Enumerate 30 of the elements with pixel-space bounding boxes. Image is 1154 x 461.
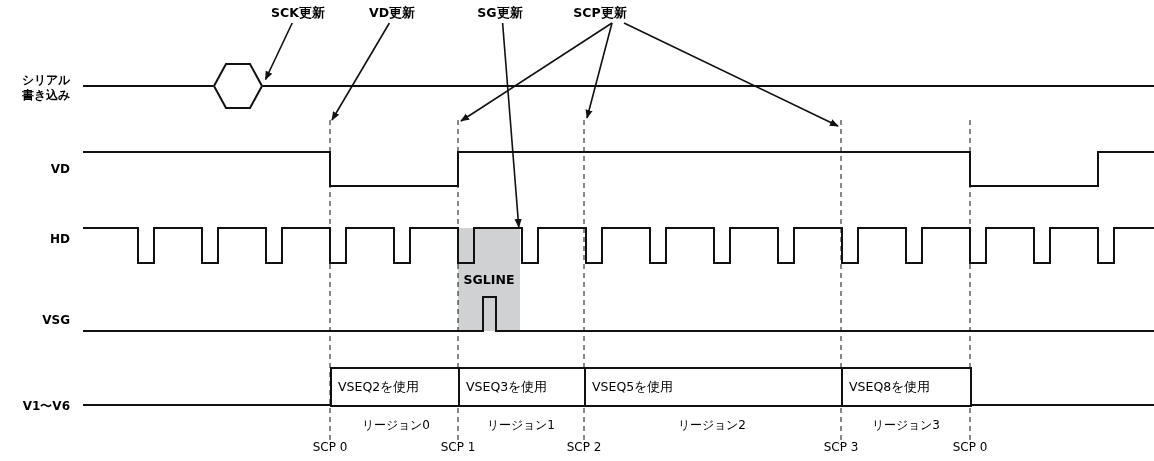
- annotation-label: VD更新: [366, 5, 418, 21]
- arrow: [331, 22, 391, 121]
- bus-segment: VSEQ8を使用: [841, 367, 972, 407]
- arrow: [501, 22, 522, 228]
- arrow: [623, 22, 839, 127]
- signal-name: HD: [49, 232, 70, 247]
- bus-segment: VSEQ3を使用: [458, 367, 586, 407]
- arrow: [460, 22, 613, 122]
- region-label: リージョン0: [361, 418, 431, 433]
- shaded-region: [458, 228, 520, 331]
- signal-name: VD: [49, 162, 70, 177]
- bus-segment: VSEQ5を使用: [584, 367, 843, 407]
- arrow: [585, 22, 613, 119]
- region-label: リージョン1: [486, 418, 556, 433]
- region-label: リージョン2: [677, 418, 747, 433]
- signal-name: VSG: [41, 313, 70, 328]
- region-label: リージョン3: [871, 418, 941, 433]
- signal-name: V1〜V6: [21, 399, 70, 414]
- annotation-label: SCK更新: [269, 5, 327, 21]
- bus-segment: VSEQ2を使用: [330, 367, 460, 407]
- scp-label: SCP 0: [311, 440, 349, 455]
- signal-name: シリアル書き込み: [21, 73, 70, 103]
- scp-label: SCP 2: [565, 440, 603, 455]
- annotation-label: SG更新: [474, 5, 526, 21]
- scp-label: SCP 1: [439, 440, 477, 455]
- arrow: [264, 22, 293, 81]
- scp-label: SCP 3: [822, 440, 860, 455]
- region-label: SGLINE: [463, 272, 515, 288]
- scp-label: SCP 0: [951, 440, 989, 455]
- annotation-label: SCP更新: [570, 5, 630, 21]
